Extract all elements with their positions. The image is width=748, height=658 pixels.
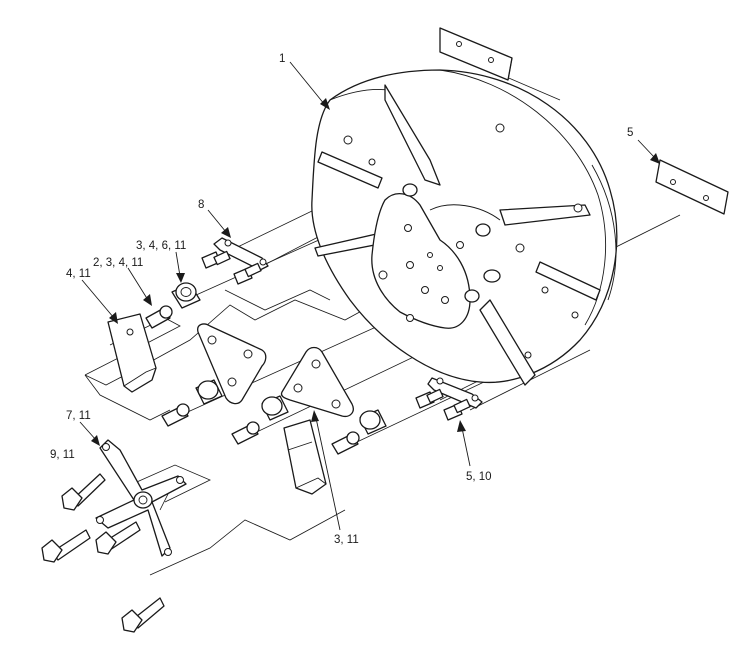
bushing-3-4-6-11 [171, 282, 201, 309]
linkage-part-5-10 [415, 377, 483, 421]
sleeve-2-3-4-11 [145, 305, 173, 329]
knife-top [439, 27, 513, 81]
hub-boss-2 [475, 223, 491, 237]
disc-blade-upper [384, 84, 441, 186]
bracket-3-11 [283, 419, 327, 495]
linkage-part-8 [201, 237, 269, 285]
callout-labels: 1 5 8 3, 4, 6, 11 2, 3, 4, 11 4, 11 7, 1… [50, 53, 633, 546]
triangle-plate-left [197, 323, 267, 405]
callout-3-4-6-11: 3, 4, 6, 11 [136, 240, 186, 252]
spacer-right-small [331, 431, 360, 455]
spacer-center-large [261, 395, 289, 421]
bolt-lower-left [41, 529, 91, 563]
bolt-center-left [95, 521, 141, 555]
bolt-bottom [121, 597, 165, 633]
rotor-disc-body [311, 69, 618, 384]
hidden-step-lines [84, 289, 401, 576]
cross-coupling-7-11 [95, 439, 187, 557]
spacer-mid-small-1 [161, 403, 190, 427]
triangle-plate-right [280, 346, 354, 418]
callout-3-11: 3, 11 [334, 534, 359, 546]
callout-8: 8 [198, 199, 204, 211]
disc-blade-lower [479, 299, 536, 386]
bolt-9-11 [61, 473, 106, 511]
hub-boss-4 [483, 269, 501, 283]
rotor-disc-assembly [311, 69, 618, 386]
hub-boss-3 [464, 289, 480, 303]
hub-plate [371, 193, 471, 329]
knife-right [655, 159, 729, 215]
callout-4-11: 4, 11 [66, 268, 91, 280]
spacer-mid-small-2 [231, 421, 260, 445]
disc-blade-right [499, 204, 591, 226]
hub-boss-1 [402, 183, 418, 197]
callout-9-11: 9, 11 [50, 449, 75, 461]
disc-slot-left [317, 151, 383, 189]
disc-slot-right [535, 261, 601, 301]
callout-5-top: 5 [627, 127, 633, 139]
leader-lines [79, 61, 660, 531]
callout-5-10: 5, 10 [466, 471, 492, 483]
spacer-right-large [359, 409, 387, 435]
callout-2-3-4-11: 2, 3, 4, 11 [93, 257, 143, 269]
callout-1: 1 [279, 53, 285, 65]
callout-7-11: 7, 11 [66, 410, 91, 422]
spacer-mid-upper [195, 379, 223, 405]
bracket-4-11 [107, 313, 157, 393]
